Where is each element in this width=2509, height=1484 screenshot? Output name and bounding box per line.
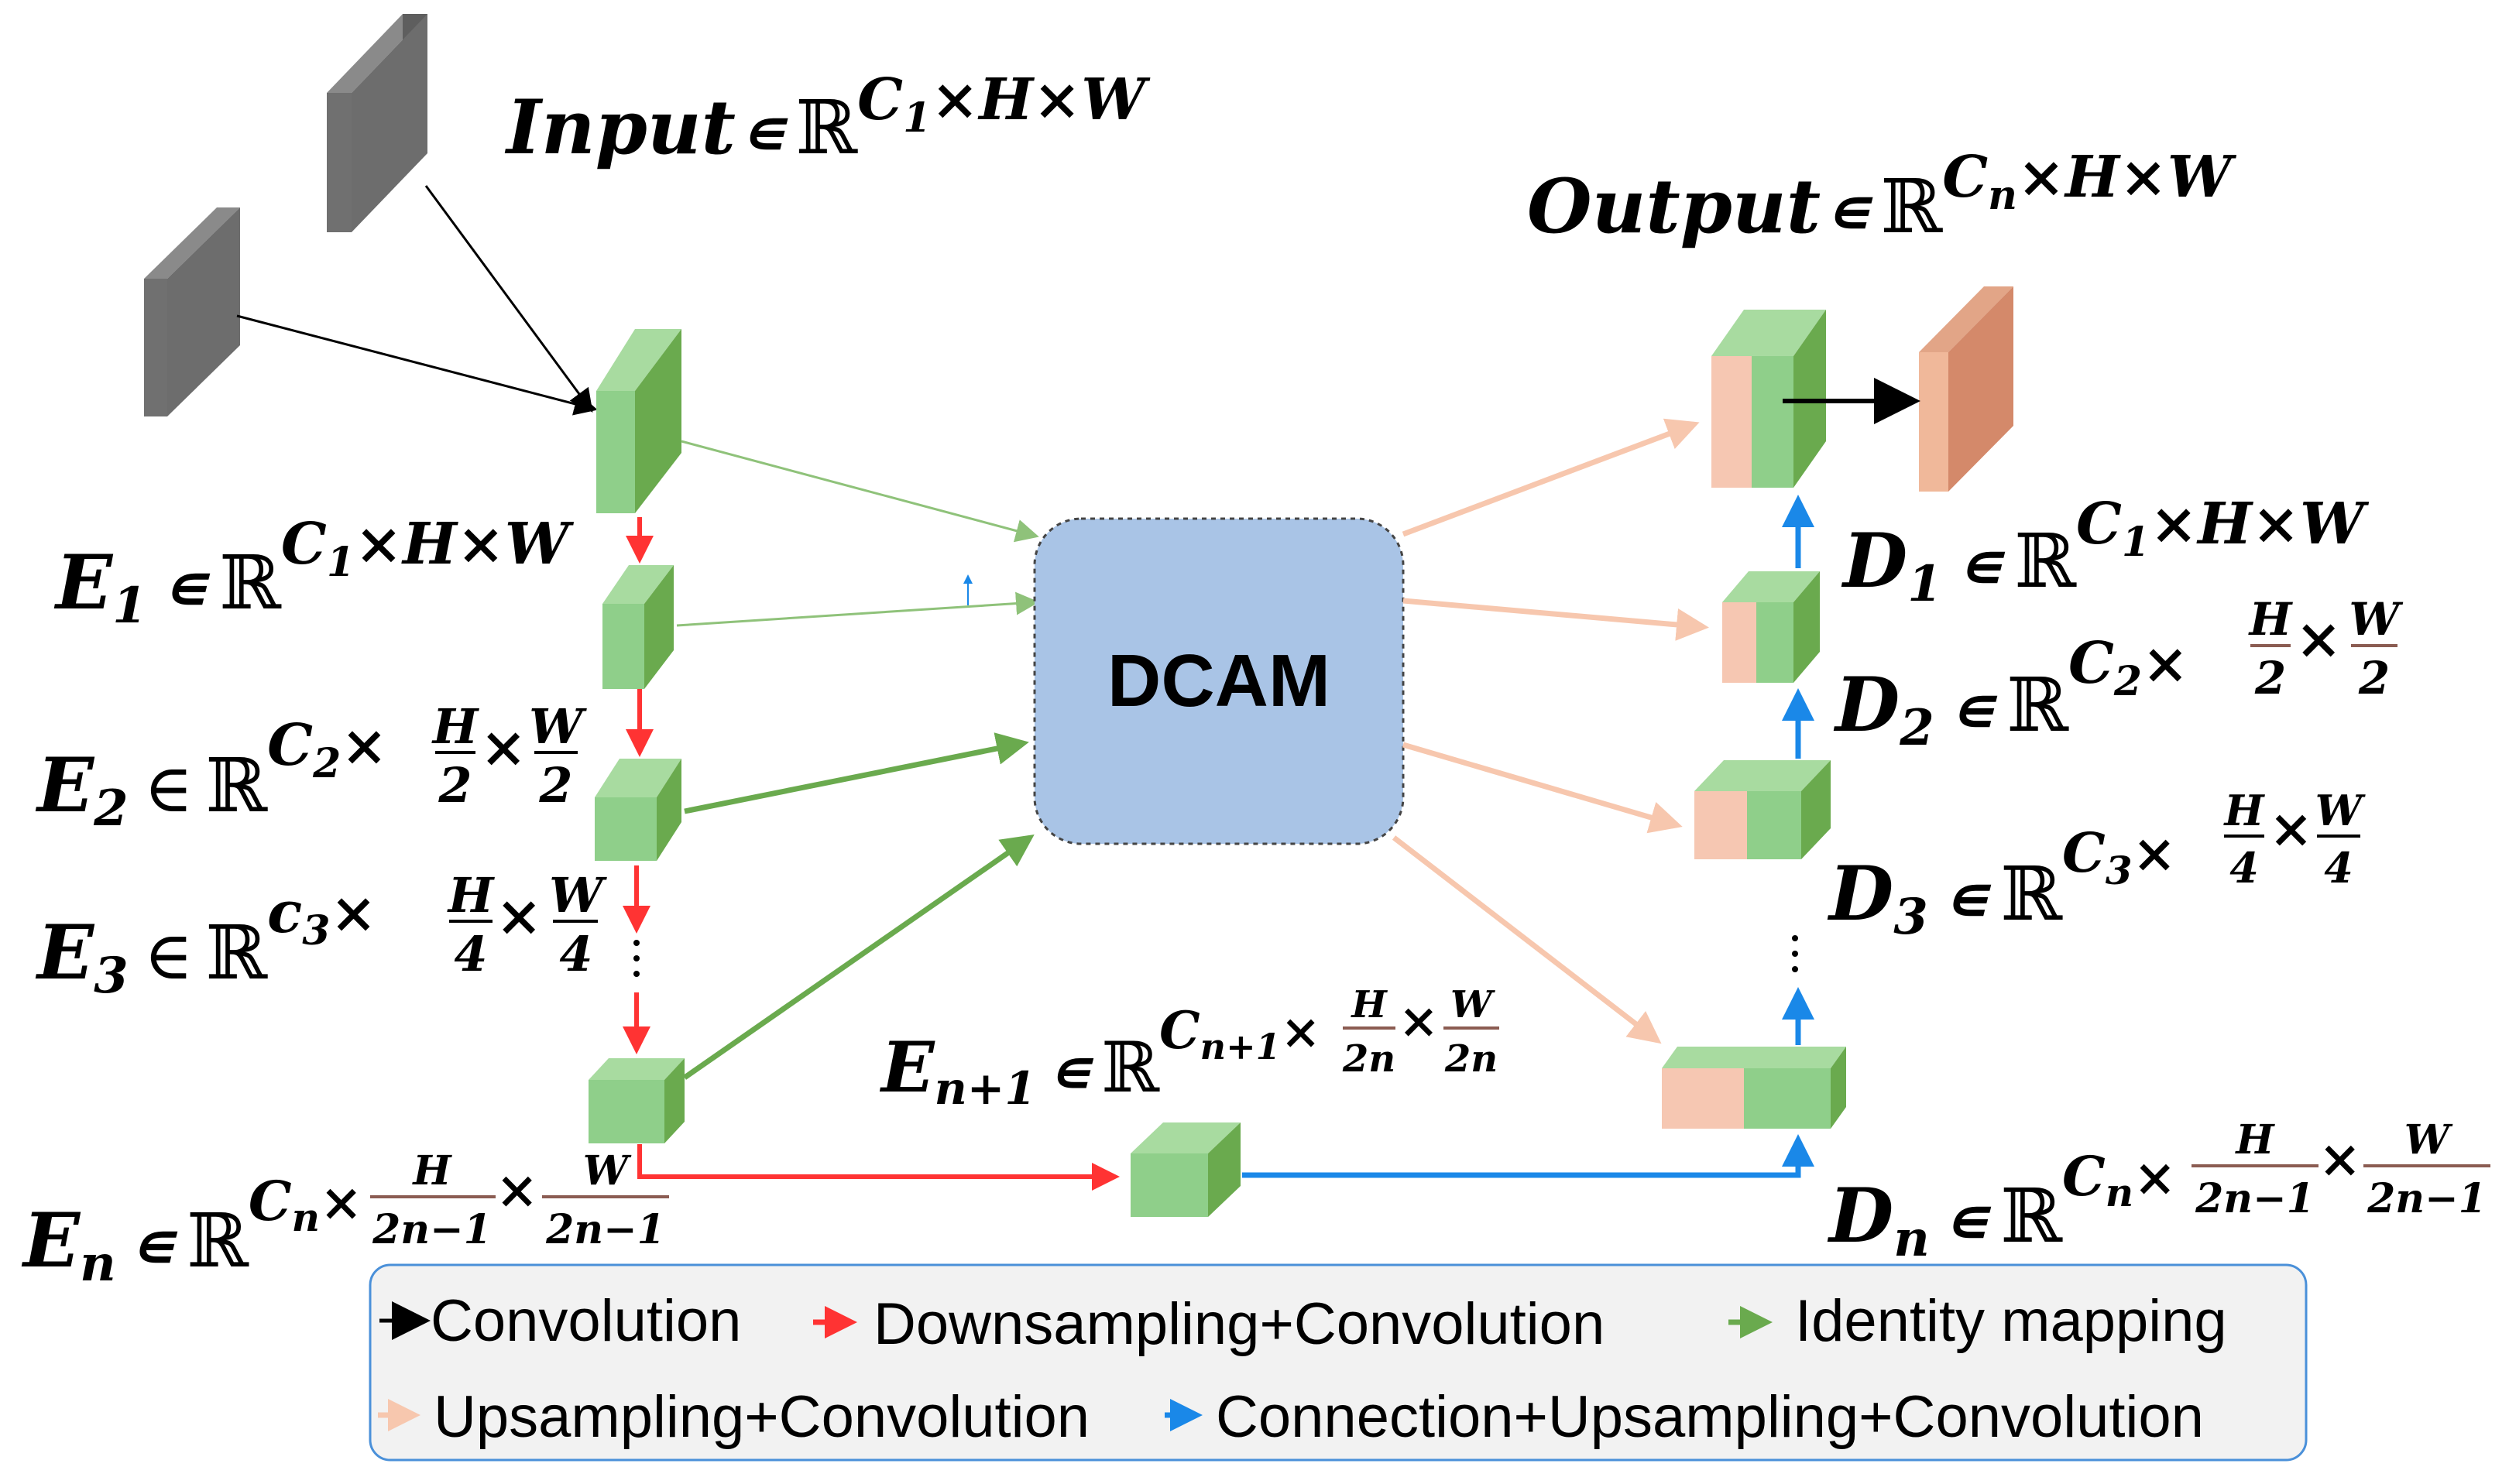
e2-label: E2∈ℝC2× H 2 × W 2	[35, 698, 587, 838]
d1-label: D1∊ℝC1×H×W	[1841, 491, 2370, 613]
svg-text:×: ×	[496, 883, 542, 948]
svg-text:2n: 2n	[1444, 1037, 1498, 1081]
up-arrow-d2	[1402, 598, 1709, 641]
identity-arrow-e3	[684, 732, 1029, 814]
legend-label-connection: Connection+Upsampling+Convolution	[1216, 1384, 2204, 1450]
svg-text:H: H	[411, 1147, 452, 1194]
legend: Convolution Downsampling+Convolution Ide…	[369, 1263, 2308, 1462]
svg-text:×: ×	[480, 714, 527, 780]
svg-text:×: ×	[2295, 605, 2342, 671]
legend-label-convolution: Convolution	[431, 1288, 741, 1354]
d2-label: D2∊ℝC2× H 2 × W 2	[1833, 593, 2403, 757]
svg-text:×: ×	[2319, 1129, 2361, 1189]
svg-text:E3∈ℝc3×: E3∈ℝc3×	[35, 879, 377, 1005]
svg-text:4: 4	[559, 926, 592, 982]
legend-label-downsampling: Downsampling+Convolution	[874, 1291, 1605, 1357]
identity-arrow-en	[683, 835, 1035, 1080]
svg-text:H: H	[2234, 1116, 2275, 1164]
svg-text:4: 4	[2229, 843, 2259, 893]
svg-text:W: W	[2315, 786, 2367, 835]
up-arrow-dn	[1392, 835, 1662, 1044]
decoder-block-d3	[1694, 760, 1831, 859]
identity-arrow-e2	[676, 591, 1039, 627]
svg-text:2n: 2n	[1342, 1037, 1395, 1081]
svg-text:W: W	[2349, 593, 2403, 646]
up-arrow-d3	[1402, 742, 1683, 834]
output-label: Output∊ℝCn×H×W	[1527, 144, 2237, 250]
svg-text:W: W	[549, 867, 607, 924]
ellipsis-decoder	[1792, 935, 1798, 972]
svg-text:2n−1: 2n−1	[2195, 1175, 2315, 1222]
svg-text:2n−1: 2n−1	[545, 1206, 665, 1253]
ellipsis-encoder	[633, 940, 640, 977]
svg-text:2: 2	[438, 757, 472, 814]
svg-text:Dn∊ℝCn×: Dn∊ℝCn×	[1827, 1144, 2176, 1268]
input-slice-front	[144, 207, 240, 416]
legend-label-upsampling: Upsampling+Convolution	[434, 1384, 1090, 1450]
bottleneck-block-en1	[1131, 1122, 1241, 1217]
dcam-module: DCAM	[1033, 517, 1405, 845]
dn-label: Dn∊ℝCn× H 2n−1 × W 2n−1	[1827, 1116, 2490, 1268]
connection-arrow-en1-dn	[1242, 1134, 1814, 1178]
encoder-block-e2	[602, 565, 674, 689]
svg-text:2: 2	[2358, 652, 2390, 704]
legend-label-identity: Identity mapping	[1795, 1288, 2227, 1354]
svg-text:W: W	[2404, 1116, 2453, 1164]
conv-arrow-input-front	[236, 314, 598, 416]
encoder-block-e1	[596, 329, 681, 513]
en-label: En∊ℝCn× H 2n−1 × W 2n−1	[21, 1147, 669, 1293]
svg-text:H: H	[2222, 786, 2265, 835]
svg-text:4: 4	[2324, 843, 2353, 893]
en1-label: En+1∊ℝCn+1× H 2n × W 2n	[879, 983, 1499, 1115]
up-arrow-d1	[1402, 418, 1700, 537]
svg-text:H: H	[1350, 983, 1388, 1026]
svg-text:H: H	[2248, 593, 2294, 646]
dcam-label: DCAM	[1107, 639, 1330, 722]
svg-text:W: W	[529, 698, 587, 755]
identity-arrow-e1	[681, 440, 1039, 543]
svg-text:E2∈ℝC2×: E2∈ℝC2×	[35, 712, 388, 838]
e3-label: E3∈ℝc3× H 4 × W 4	[35, 867, 607, 1005]
svg-text:2: 2	[538, 757, 572, 814]
svg-text:En+1∊ℝCn+1×: En+1∊ℝCn+1×	[879, 1000, 1321, 1115]
svg-text:×: ×	[2269, 798, 2313, 860]
decoder-block-d2	[1722, 571, 1820, 683]
svg-text:W: W	[1450, 983, 1495, 1026]
svg-text:2: 2	[2254, 652, 2286, 704]
decoder-block-dn	[1662, 1047, 1846, 1129]
down-arrow-en-en1	[637, 1144, 1120, 1191]
d3-label: D3∊ℝC3× H 4 × W 4	[1827, 786, 2367, 946]
output-block	[1919, 286, 2013, 492]
svg-text:4: 4	[454, 926, 487, 982]
svg-text:×: ×	[1399, 992, 1439, 1049]
svg-text:W: W	[583, 1147, 632, 1194]
svg-text:En∊ℝCn×: En∊ℝCn×	[21, 1169, 362, 1293]
svg-text:2n−1: 2n−1	[2367, 1175, 2487, 1222]
input-label: Input∊ℝC1×H×W	[504, 67, 1151, 171]
svg-text:D3∊ℝC3×: D3∊ℝC3×	[1827, 821, 2176, 946]
encoder-block-e3	[595, 759, 681, 861]
e1-label: E1∊ℝC1×H×W	[53, 511, 575, 635]
svg-text:H: H	[431, 698, 480, 755]
input-slice-back	[327, 14, 427, 232]
svg-text:2n−1: 2n−1	[372, 1206, 492, 1253]
svg-text:D2∊ℝC2×: D2∊ℝC2×	[1833, 630, 2188, 757]
conv-arrow-input-back	[424, 185, 593, 413]
svg-text:×: ×	[496, 1160, 538, 1220]
encoder-block-en	[589, 1058, 685, 1143]
svg-text:H: H	[447, 867, 496, 924]
